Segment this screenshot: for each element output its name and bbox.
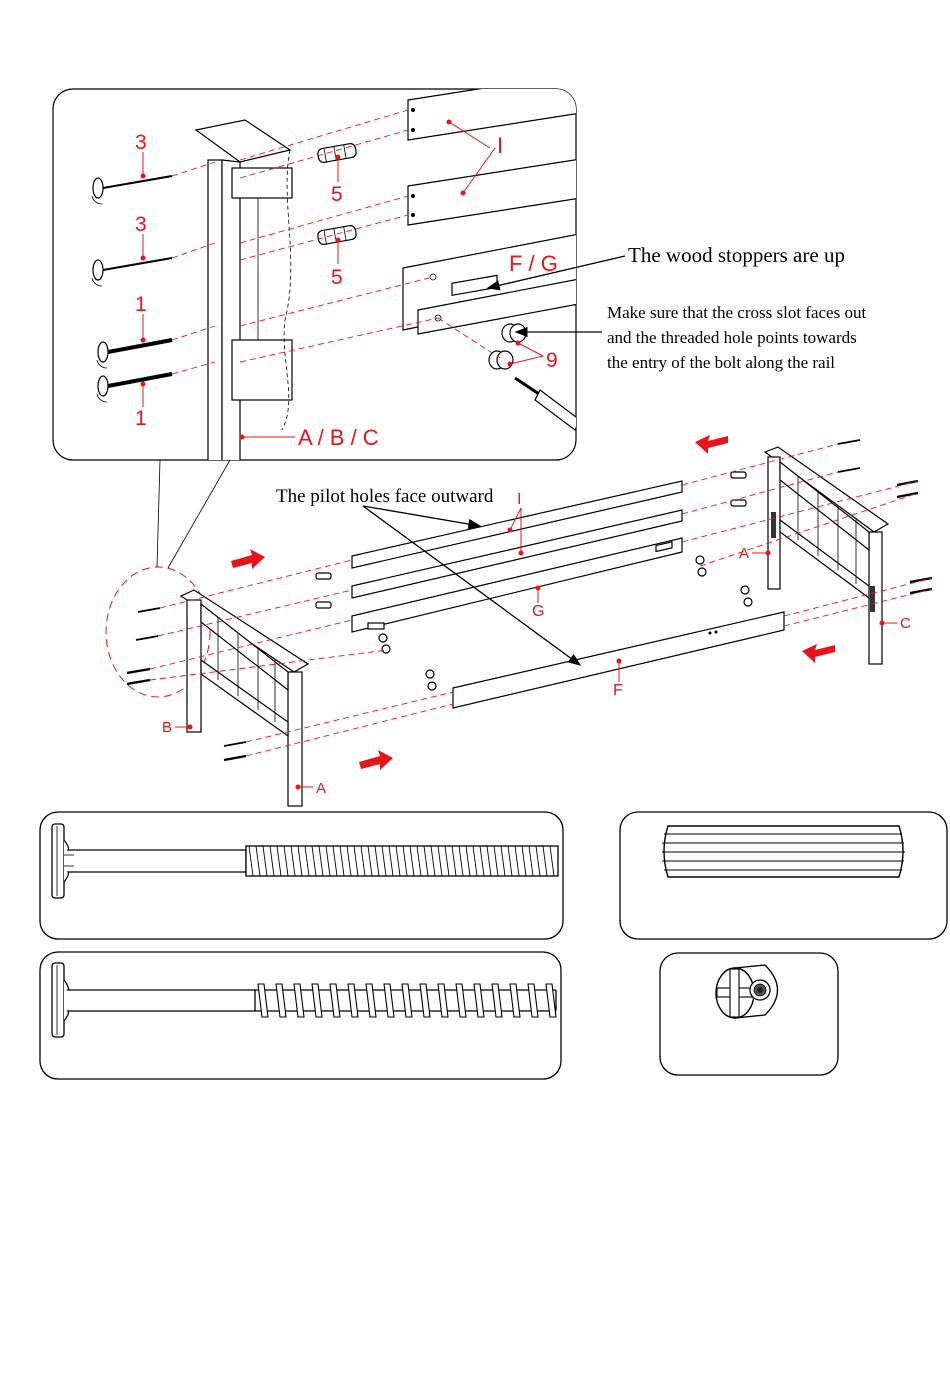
hardware-box-dowel xyxy=(620,812,947,939)
label-headboard-leg-a: A xyxy=(739,545,749,562)
label-barrel-nuts-9: 9 xyxy=(546,349,558,372)
label-screw-3-top: 3 xyxy=(135,131,147,154)
label-dowel-5-top: 5 xyxy=(331,183,343,206)
arrow-right-icon xyxy=(359,750,393,770)
note-cross-slot-line3: the entry of the bolt along the rail xyxy=(607,353,835,372)
label-headboard-leg-c: C xyxy=(900,615,911,632)
note-cross-slot-line2: and the threaded hole points towards xyxy=(607,328,857,347)
label-main-slats-i: I xyxy=(517,491,521,508)
label-footboard-leg-b: B xyxy=(162,719,172,736)
headboard xyxy=(765,447,888,664)
hardware-box-bolt xyxy=(40,812,563,939)
arrow-left-icon xyxy=(695,435,728,454)
footboard xyxy=(181,590,308,806)
label-side-rail-fg: F / G xyxy=(509,251,558,276)
label-bolt-1-third: 1 xyxy=(135,293,147,316)
hardware-box-barrel-nut xyxy=(660,953,838,1075)
label-dowel-5-second: 5 xyxy=(331,266,343,289)
arrow-left-icon xyxy=(802,644,835,663)
barrel-nut-icon xyxy=(716,965,778,1018)
label-screw-3-second: 3 xyxy=(135,213,147,236)
label-post-abc: A / B / C xyxy=(298,425,379,450)
note-wood-stoppers: The wood stoppers are up xyxy=(628,243,845,267)
label-bolt-1-bottom: 1 xyxy=(135,407,147,430)
label-main-rail-g: G xyxy=(532,603,544,620)
label-main-rail-f: F xyxy=(613,682,623,699)
label-rail-slats-i: I xyxy=(497,133,503,158)
label-footboard-leg-a: A xyxy=(316,780,326,797)
hardware-box-screw xyxy=(40,952,561,1079)
arrow-right-icon xyxy=(231,549,265,569)
note-pilot-holes: The pilot holes face outward xyxy=(276,486,494,507)
note-cross-slot-line1: Make sure that the cross slot faces out xyxy=(607,303,866,322)
fluted-dowel-icon xyxy=(662,826,905,877)
